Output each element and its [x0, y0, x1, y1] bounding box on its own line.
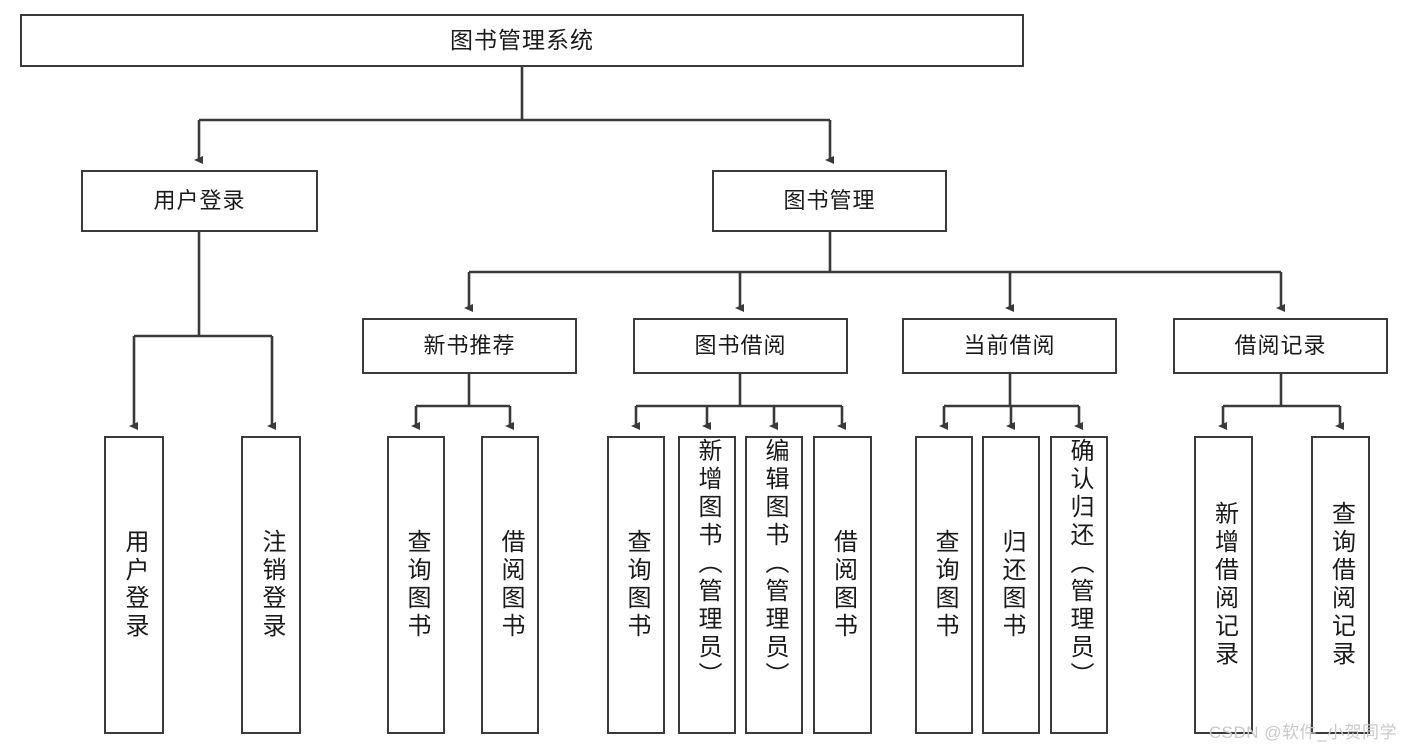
leaf-query-borrow-record[interactable]: 查询借阅记录	[1311, 436, 1370, 734]
node-label: 借阅图书	[829, 529, 857, 641]
node-label: 图书管理系统	[450, 26, 594, 53]
node-label: 注销登录	[258, 529, 285, 641]
node-root-book-management-system[interactable]: 图书管理系统	[20, 14, 1024, 67]
leaf-borrow-book[interactable]: 借阅图书	[813, 436, 872, 734]
leaf-return-book[interactable]: 归还图书	[982, 436, 1040, 734]
node-label: 新增图书（管理员）	[694, 438, 721, 690]
leaf-user-login[interactable]: 用户登录	[104, 436, 164, 734]
leaf-add-borrow-record[interactable]: 新增借阅记录	[1194, 436, 1253, 734]
node-label: 借阅图书	[497, 529, 524, 641]
node-label: 查询图书	[403, 529, 430, 641]
node-current-borrow[interactable]: 当前借阅	[902, 318, 1117, 374]
node-label: 图书管理	[783, 188, 876, 214]
node-book-management[interactable]: 图书管理	[712, 170, 947, 232]
node-borrow-record[interactable]: 借阅记录	[1173, 318, 1388, 374]
node-label: 借阅记录	[1234, 333, 1327, 359]
node-user-login[interactable]: 用户登录	[81, 170, 318, 232]
leaf-query-book-current[interactable]: 查询图书	[915, 436, 973, 734]
node-new-book-recommend[interactable]: 新书推荐	[362, 318, 577, 374]
node-label: 用户登录	[121, 529, 148, 641]
leaf-confirm-return-admin[interactable]: 确认归还（管理员）	[1050, 436, 1108, 734]
node-label: 确认归还（管理员）	[1066, 438, 1093, 690]
leaf-query-book-borrow[interactable]: 查询图书	[607, 436, 665, 734]
leaf-add-book-admin[interactable]: 新增图书（管理员）	[678, 436, 736, 734]
node-label: 新书推荐	[423, 333, 516, 359]
csdn-watermark: CSDN @软件_小贺同学	[1208, 723, 1397, 742]
leaf-borrow-book-new-recommend[interactable]: 借阅图书	[481, 436, 539, 734]
leaf-logout[interactable]: 注销登录	[241, 436, 301, 734]
leaf-edit-book-admin[interactable]: 编辑图书（管理员）	[745, 436, 803, 734]
node-label: 查询借阅记录	[1327, 501, 1355, 669]
node-book-borrow[interactable]: 图书借阅	[633, 318, 848, 374]
node-label: 归还图书	[998, 529, 1025, 641]
leaf-query-book-new-recommend[interactable]: 查询图书	[387, 436, 445, 734]
node-label: 查询图书	[931, 529, 958, 641]
node-label: 当前借阅	[963, 333, 1056, 359]
node-label: 用户登录	[153, 188, 246, 214]
node-label: 图书借阅	[694, 333, 787, 359]
node-label: 查询图书	[623, 529, 650, 641]
node-label: 新增借阅记录	[1210, 501, 1238, 669]
node-label: 编辑图书（管理员）	[761, 438, 788, 690]
